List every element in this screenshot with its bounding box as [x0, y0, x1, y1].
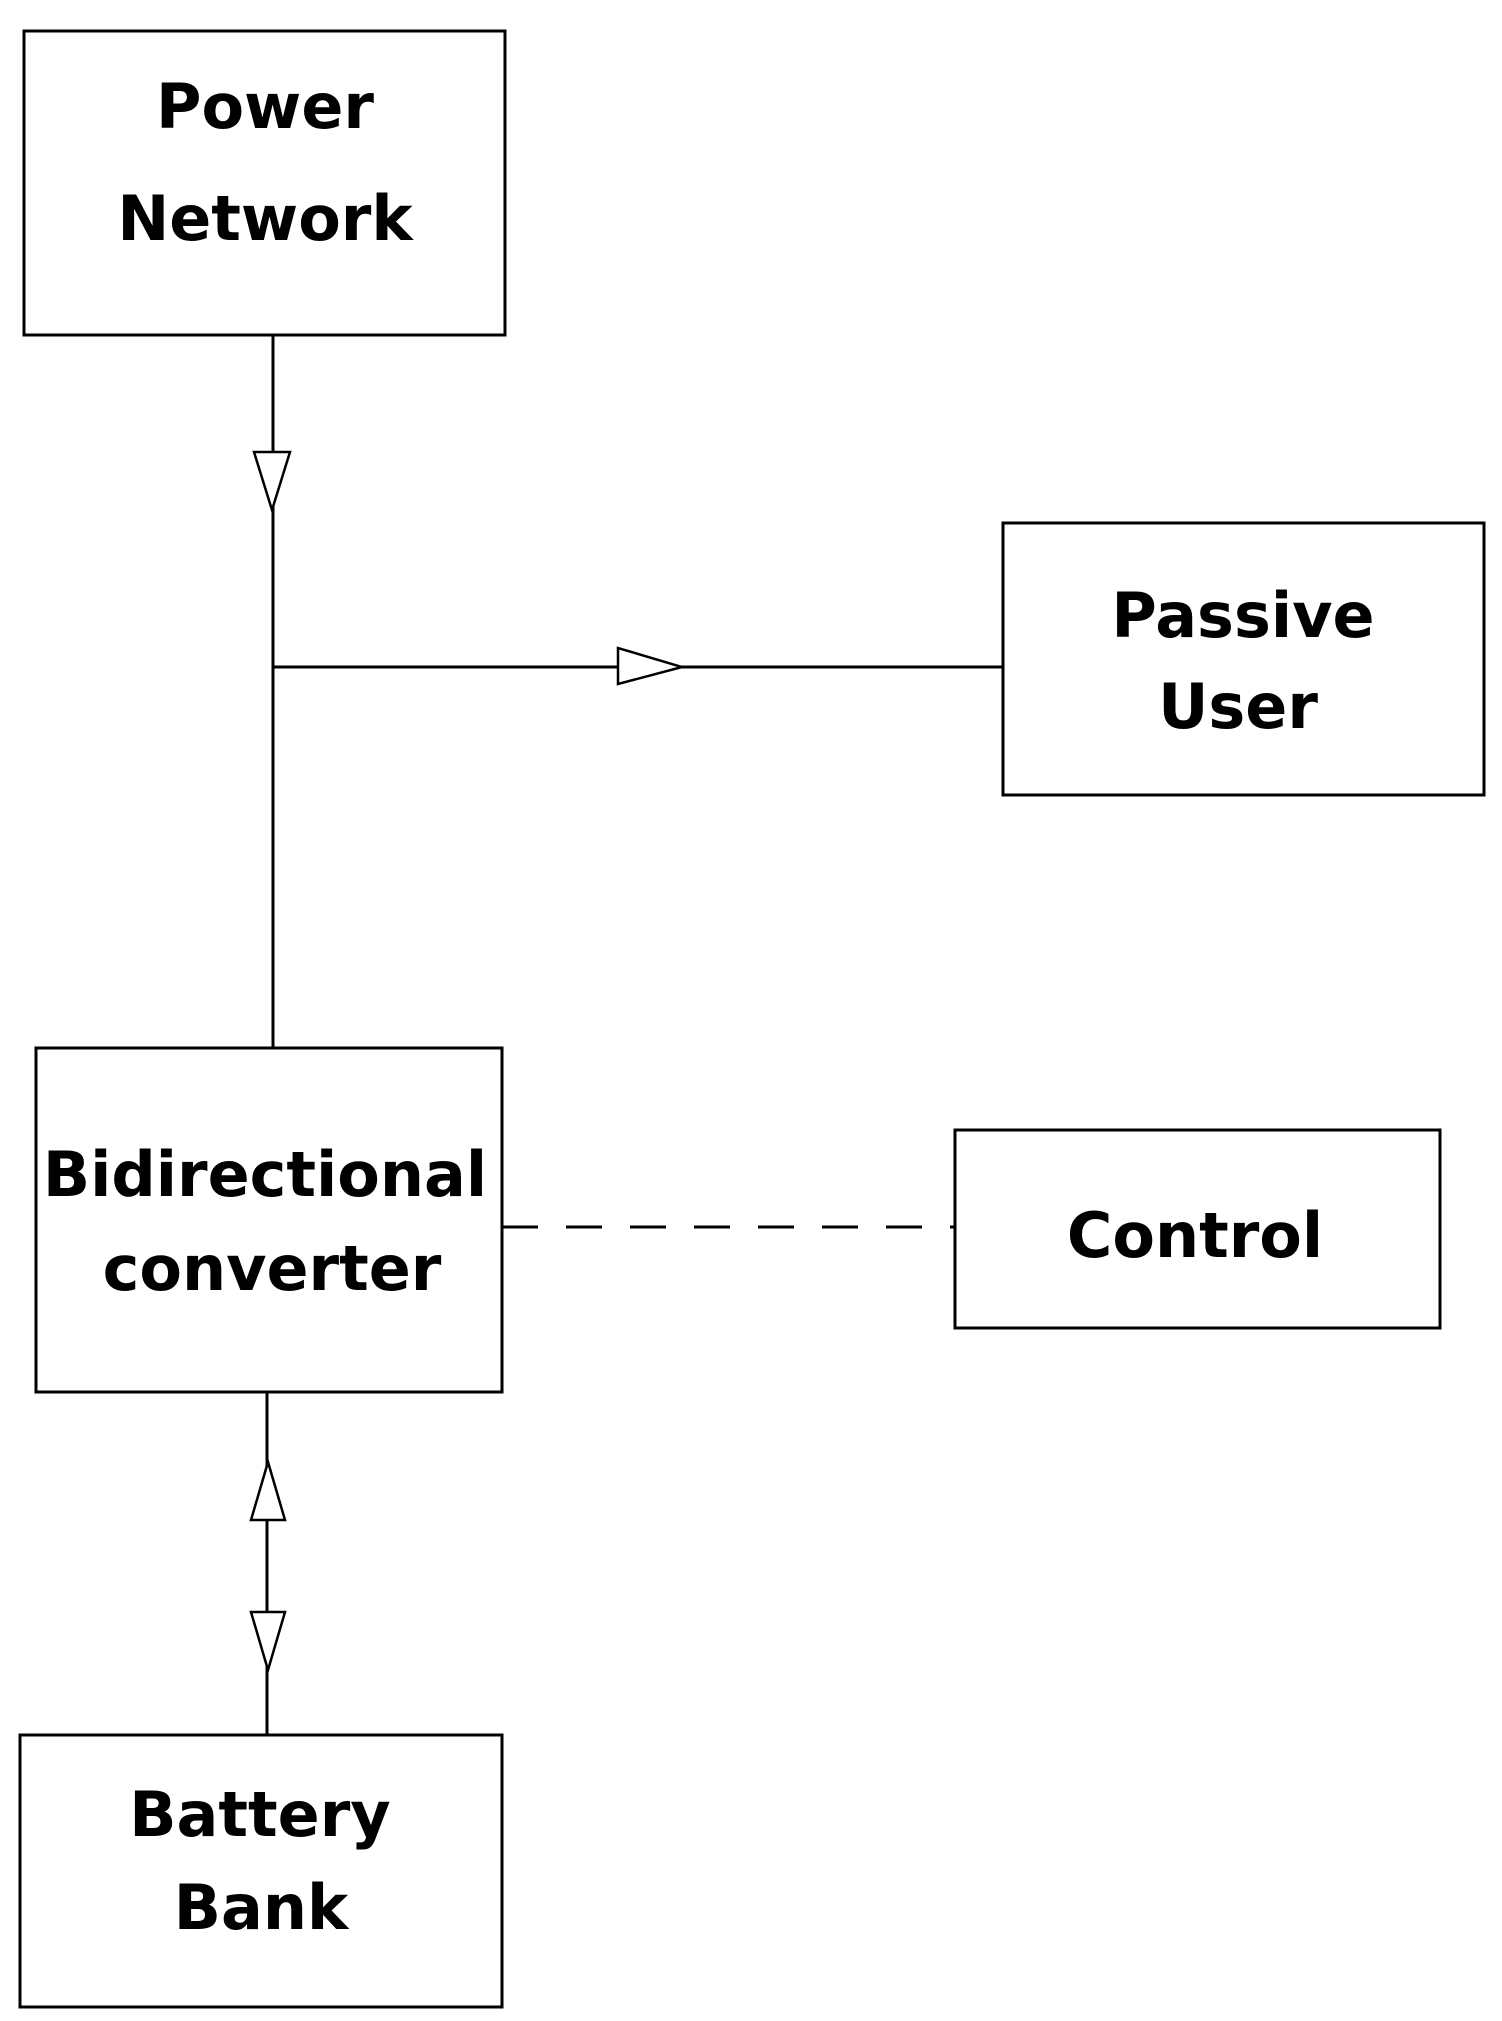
passive-user-node: Passive User — [1001, 521, 1486, 797]
passive-user-label-line1: Passive — [1111, 579, 1374, 652]
passive-user-label-line2: User — [1158, 670, 1318, 743]
battery-bank-node: Battery Bank — [18, 1733, 504, 2009]
down-arrow-icon — [252, 450, 292, 515]
battery-bank-label-line1: Battery — [129, 1778, 390, 1851]
control-node: Control — [953, 1128, 1442, 1330]
up-arrow-icon — [249, 1457, 287, 1522]
right-arrow-icon — [616, 646, 687, 686]
converter-label-line2: converter — [103, 1232, 442, 1305]
power-network-node: Power Network — [22, 29, 507, 337]
control-label: Control — [1067, 1199, 1323, 1272]
bidirectional-converter-node: Bidirectional converter — [34, 1046, 504, 1394]
power-network-label-line2: Network — [117, 182, 414, 255]
power-network-label-line1: Power — [156, 70, 374, 143]
converter-label-line1: Bidirectional — [43, 1138, 487, 1211]
down-arrow-icon — [249, 1610, 287, 1675]
battery-bank-label-line2: Bank — [174, 1871, 350, 1944]
